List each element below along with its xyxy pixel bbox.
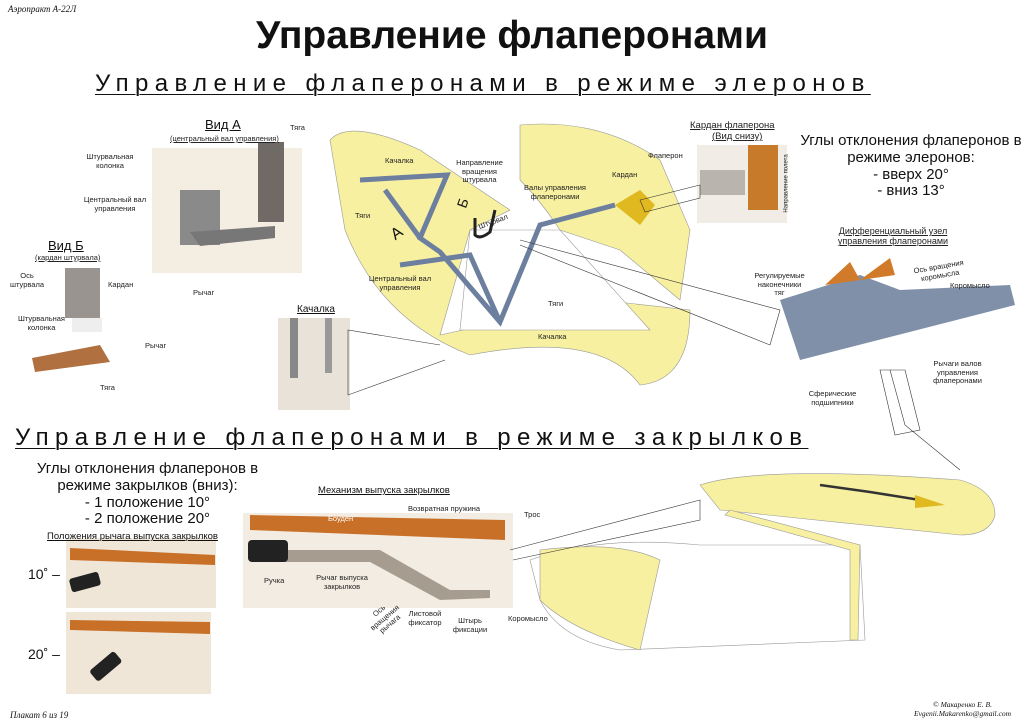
label: Коромысло — [950, 281, 990, 290]
yoke — [473, 209, 497, 239]
label: Тяги — [548, 299, 564, 308]
label: Рычаг — [193, 288, 215, 297]
author-credit: © Макаренко Е. В. Evgenii.Makarenko@gmai… — [905, 700, 1020, 718]
fuselage-diagram-flaps — [529, 473, 996, 651]
lever-position-10: 10˚ – — [28, 566, 60, 582]
rocker-photo — [278, 318, 350, 410]
label: Тяга — [100, 383, 115, 392]
flap-angle-pos1: - 1 положение 10° — [84, 493, 211, 511]
label: Качалка — [538, 332, 567, 341]
rocker-title: Качалка — [297, 304, 335, 315]
mechanism-title: Механизм выпуска закрылков — [318, 485, 450, 496]
label: Флаперон — [648, 151, 683, 160]
label: Направление вращения штурвала — [456, 158, 503, 185]
label: Штырь фиксации — [452, 616, 488, 634]
view-b-photo — [32, 268, 110, 372]
label: Рычаг выпуска закрылков — [316, 573, 368, 591]
label: Качалка — [385, 156, 414, 165]
view-a-title: Вид А — [205, 117, 241, 132]
author-email: Evgenii.Makarenko@gmail.com — [913, 709, 1011, 718]
section-heading-ailerons: Управление флаперонами в режиме элеронов — [95, 70, 871, 97]
label: Тяга — [290, 123, 305, 132]
label: Трос — [524, 510, 541, 519]
flap-angle-pos2: - 2 положение 20° — [84, 510, 211, 528]
label: Штурвальная колонка — [86, 152, 134, 170]
view-a-photo — [152, 142, 302, 273]
aileron-angle-up: - вверх 20° — [873, 165, 949, 183]
section-heading-flaps: Управление флаперонами в режиме закрылко… — [15, 424, 809, 451]
label: Возвратная пружина — [408, 504, 481, 513]
lever-position-20: 20˚ – — [28, 646, 60, 662]
view-b-subtitle: (кардан штурвала) — [35, 253, 101, 262]
lever-positions-title: Положения рычага выпуска закрылков — [47, 531, 218, 542]
label: Коромысло — [508, 614, 548, 623]
label: Ручка — [264, 576, 285, 585]
lever-photo-10 — [66, 538, 216, 608]
page-title: Управление флаперонами — [256, 14, 768, 57]
author: © Макаренко Е. В. — [933, 700, 992, 709]
fuselage-diagram-ailerons — [329, 123, 691, 386]
flap-angles: Углы отклонения флаперонов в режиме закр… — [30, 460, 265, 528]
flap-angles-title: Углы отклонения флаперонов в режиме закр… — [36, 460, 259, 494]
label: Листовой фиксатор — [408, 609, 442, 627]
label: Центральный вал управления — [83, 195, 147, 213]
label: Рычаги валов управления флаперонами — [933, 359, 982, 386]
label: Рычаг — [145, 341, 167, 350]
differential-photo — [780, 258, 1015, 360]
cardan-title: Кардан флаперона — [690, 120, 775, 131]
label: Штурвальная колонка — [18, 314, 65, 332]
flight-direction-label: Направление полета — [783, 154, 790, 213]
view-b-title: Вид Б — [48, 238, 84, 253]
label: Кардан — [612, 170, 638, 179]
label: Сферические подшипники — [808, 389, 857, 407]
cardan-subtitle: (Вид снизу) — [712, 131, 763, 142]
differential-title: Дифференциальный узел управления флаперо… — [837, 226, 949, 247]
label: Регулируемые наконечники тяг — [754, 271, 805, 298]
label: Валы управления флаперонами — [524, 183, 586, 201]
label: Кардан — [108, 280, 134, 289]
label: Тяги — [355, 211, 371, 220]
aileron-angles: Углы отклонения флаперонов в режиме элер… — [798, 132, 1024, 200]
sheet-number: Плакат 6 из 19 — [10, 710, 69, 720]
aileron-angle-down: - вниз 13° — [877, 182, 945, 200]
label: Боуден — [328, 514, 354, 523]
view-a-subtitle: (центральный вал управления) — [170, 134, 279, 143]
aileron-angles-title: Углы отклонения флаперонов в режиме элер… — [800, 132, 1022, 166]
control-rods — [359, 172, 616, 327]
label: Центральный вал управления — [368, 274, 432, 292]
aircraft-model: Аэропракт А-22Л — [8, 4, 77, 14]
label: Ось штурвала — [10, 271, 44, 289]
